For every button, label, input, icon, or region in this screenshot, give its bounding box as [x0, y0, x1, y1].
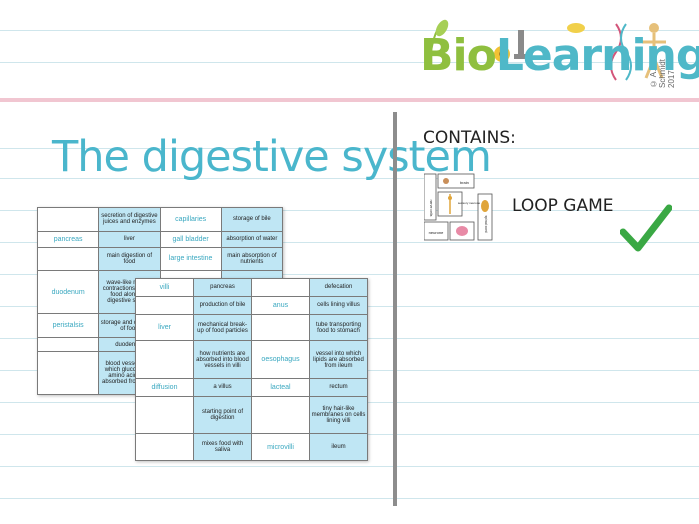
column-divider: [393, 112, 397, 506]
definition-cell: main absorption of nutrients: [220, 246, 284, 272]
picture-cell: [251, 278, 310, 297]
definition-cell: secretion of digestive juices and enzyme…: [98, 207, 161, 232]
definition-cell: starting point of digestion: [193, 395, 252, 435]
ruled-line: [0, 62, 699, 63]
page-title: The digestive system: [52, 132, 492, 182]
definition-cell: cells lining villus: [309, 295, 368, 315]
definition-cell: production of bile: [193, 295, 252, 315]
ruled-line: [0, 178, 699, 179]
picture-cell: [135, 340, 194, 379]
term-cell: peristalsis: [36, 313, 100, 338]
term-cell: oesophagus: [251, 340, 310, 379]
mini-card-label: spinal cord: [484, 216, 488, 233]
picture-cell: [135, 295, 194, 315]
picture-cell: [36, 351, 100, 395]
loop-game-thumbnail: brain nerve cells neurone sensory neuron…: [424, 173, 493, 241]
definition-cell: a villus: [193, 377, 252, 397]
term-cell: anus: [251, 295, 310, 315]
definition-cell: absorption of water: [220, 230, 284, 248]
picture-cell: [135, 395, 194, 435]
checkmark-icon: [620, 204, 672, 252]
table-row: secretion of digestive juices and enzyme…: [36, 207, 284, 232]
table-row: starting point of digestion tiny hair-lik…: [135, 395, 368, 435]
ruled-line: [0, 274, 699, 275]
mini-card-label: brain: [460, 180, 469, 185]
ruled-line: [0, 148, 699, 149]
term-cell: microvilli: [251, 433, 310, 461]
ruled-line: [0, 498, 699, 499]
mini-card-label: nerve cells: [429, 200, 433, 217]
ruled-line: [0, 30, 699, 31]
definition-cell: rectum: [309, 377, 368, 397]
term-cell: diffusion: [135, 377, 194, 397]
picture-cell: [135, 433, 194, 461]
logo-bio: Bio: [420, 30, 497, 81]
biolearning-logo: BioLearning © A. Schmidt 2017: [420, 18, 699, 88]
mini-card-label: sensory neurone: [458, 201, 481, 205]
definition-cell: defecation: [309, 278, 368, 297]
term-cell: liver: [135, 313, 194, 342]
picture-cell: [36, 336, 100, 353]
definition-cell: mixes food with saliva: [193, 433, 252, 461]
definition-cell: main digestion of food: [98, 246, 161, 272]
logo-decoration-icon: [429, 19, 666, 81]
definition-cell: liver: [98, 230, 161, 248]
contains-heading: CONTAINS:: [423, 128, 516, 148]
ruled-line: [0, 210, 699, 211]
loop-game-label: LOOP GAME: [512, 196, 614, 216]
margin-line: [0, 98, 699, 102]
mini-card-label: neurone: [429, 230, 444, 235]
picture-cell: [251, 395, 310, 435]
definition-cell: how nutrients are absorbed into blood ve…: [193, 340, 252, 379]
term-cell: gall bladder: [159, 230, 222, 248]
definition-cell: pancreas: [193, 278, 252, 297]
logo-text: BioLearning: [420, 30, 699, 81]
term-cell: capillaries: [159, 207, 222, 232]
picture-cell: [36, 207, 100, 232]
logo-learning: Learning: [495, 30, 699, 81]
picture-cell: [36, 246, 100, 272]
term-cell: lacteal: [251, 377, 310, 397]
table-row: how nutrients are absorbed into blood ve…: [135, 340, 368, 379]
definition-cell: mechanical break-up of food particles: [193, 313, 252, 342]
definition-cell: storage of bile: [220, 207, 284, 232]
term-cell: pancreas: [36, 230, 100, 248]
copyright-text: © A. Schmidt 2017: [649, 59, 676, 88]
definition-cell: vessel into which lipids are absorbed fr…: [309, 340, 368, 379]
definition-cell: tube transporting food to stomach: [309, 313, 368, 342]
term-cell: villi: [135, 278, 194, 297]
ruled-line: [0, 242, 699, 243]
term-cell: duodenum: [36, 270, 100, 315]
ruled-line: [0, 466, 699, 467]
definition-cell: ileum: [309, 433, 368, 461]
term-cell: large intestine: [159, 246, 222, 272]
picture-cell: [251, 313, 310, 342]
definition-cell: tiny hair-like membranes on cells lining…: [309, 395, 368, 435]
